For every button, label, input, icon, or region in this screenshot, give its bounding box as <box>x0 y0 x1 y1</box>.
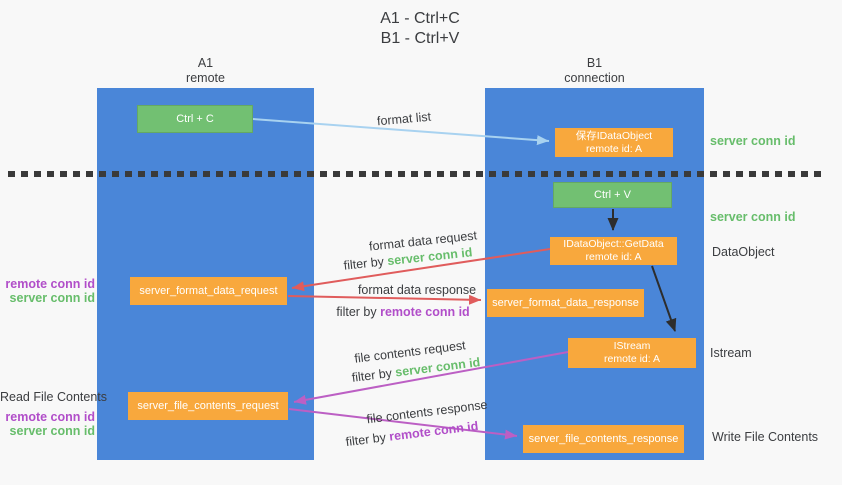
node-save-idataobject-line1: 保存IDataObject <box>575 129 653 142</box>
edge-label-filter-remote-conn-id-2: filter by remote conn id <box>345 419 479 449</box>
node-save-idataobject: 保存IDataObject remote id: A <box>555 128 673 157</box>
left-label-read-file-contents: Read File Contents <box>0 390 108 404</box>
filter-by-text: filter by <box>351 366 393 385</box>
node-save-idataobject-line2: remote id: A <box>585 142 643 155</box>
node-server-file-contents-response: server_file_contents_response <box>523 425 684 453</box>
right-label-server-conn-id-2: server conn id <box>710 210 796 224</box>
lane-a1-name: A1 <box>197 56 214 70</box>
node-server-file-contents-request: server_file_contents_request <box>128 392 288 420</box>
lane-b1-name: B1 <box>586 56 603 70</box>
left-label-server-conn-id-2: server conn id <box>9 424 95 438</box>
edge-label-format-data-response: format data response <box>357 283 477 297</box>
node-server-format-data-response: server_format_data_response <box>487 289 644 317</box>
diagram-title: A1 - Ctrl+C B1 - Ctrl+V <box>330 9 510 49</box>
node-istream-line2: remote id: A <box>603 353 661 365</box>
node-ctrl-v: Ctrl + V <box>553 182 672 208</box>
node-getdata-line1: IDataObject::GetData <box>563 238 664 250</box>
node-ctrl-c: Ctrl + C <box>137 105 253 133</box>
lane-a1-role: remote <box>186 71 225 85</box>
title-line-1: A1 - Ctrl+C <box>380 10 460 27</box>
node-server-format-data-request: server_format_data_request <box>130 277 287 305</box>
right-label-dataobject: DataObject <box>712 245 775 259</box>
filter-by-text: filter by <box>343 254 385 273</box>
left-label-server-conn-id-1: server conn id <box>9 291 95 305</box>
node-istream: IStream remote id: A <box>568 338 696 368</box>
filter-by-text: filter by <box>344 430 387 450</box>
edge-label-format-list: format list <box>376 109 432 129</box>
right-label-server-conn-id-1: server conn id <box>710 134 796 148</box>
left-label-remote-conn-id-2: remote conn id <box>5 410 95 424</box>
node-istream-line1: IStream <box>613 340 651 352</box>
lane-b1-role: connection <box>564 71 625 85</box>
lane-header-b1: B1 connection <box>485 56 704 86</box>
title-line-2: B1 - Ctrl+V <box>380 30 460 47</box>
lane-header-a1: A1 remote <box>97 56 314 86</box>
dotted-separator-line <box>8 171 826 177</box>
left-label-remote-conn-id-1: remote conn id <box>5 277 95 291</box>
edge-label-filter-remote-conn-id-1: filter by remote conn id <box>336 305 469 319</box>
node-idataobject-getdata: IDataObject::GetData remote id: A <box>550 237 677 265</box>
filter-by-text: filter by <box>336 305 377 319</box>
node-getdata-line2: remote id: A <box>585 251 642 263</box>
right-label-istream: Istream <box>710 346 752 360</box>
right-label-write-file-contents: Write File Contents <box>712 430 819 444</box>
remote-conn-id-text: remote conn id <box>388 418 480 444</box>
remote-conn-id-text: remote conn id <box>380 305 470 319</box>
